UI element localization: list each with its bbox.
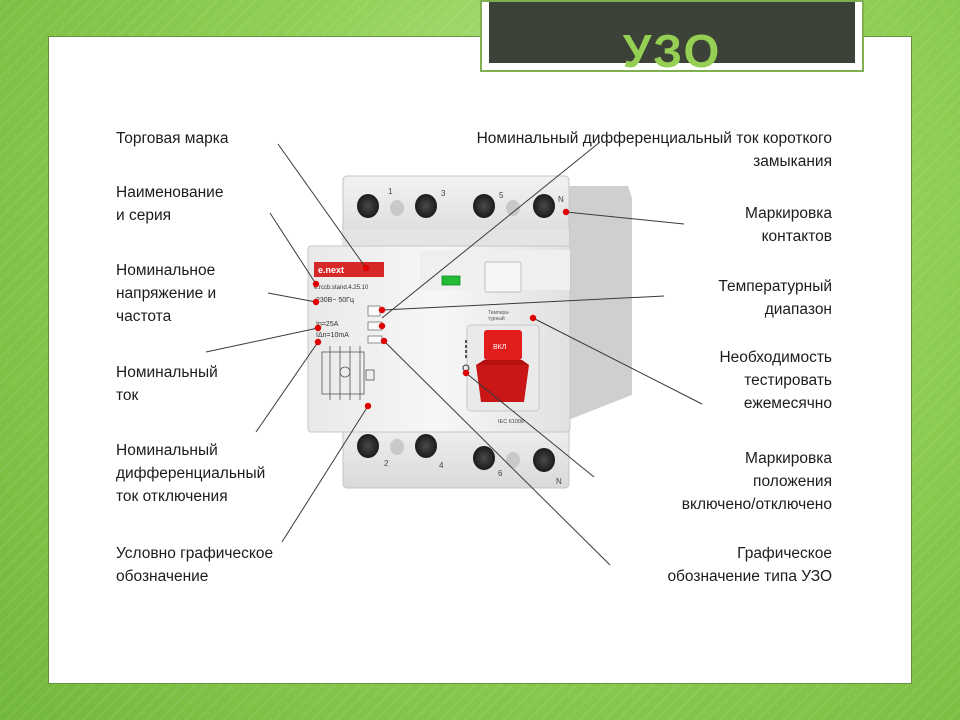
label-rcd-type-symbol: Графическое обозначение типа УЗО bbox=[667, 545, 832, 585]
bottom-terminal-number: 2 bbox=[384, 459, 389, 468]
page-title: УЗО bbox=[622, 25, 722, 77]
device-temp-text-2: турный bbox=[488, 315, 505, 322]
pointer-dots bbox=[312, 208, 570, 410]
pointer-dot bbox=[312, 280, 320, 288]
label-rated-current: Номинальный ток bbox=[116, 364, 218, 404]
type-symbol-icon bbox=[367, 335, 383, 344]
label-brand: Торговая марка bbox=[116, 130, 229, 147]
wiring-schematic bbox=[321, 346, 375, 400]
pointer-dot bbox=[364, 402, 372, 410]
voltage-rating-text: 230В~ 50Гц bbox=[316, 297, 354, 304]
test-button bbox=[484, 261, 522, 293]
top-terminal-number: 1 bbox=[388, 187, 393, 196]
top-terminal-holes bbox=[357, 194, 555, 218]
label-contact-marking: Маркировка контактов bbox=[745, 205, 832, 245]
terminal-screw bbox=[506, 200, 520, 216]
bottom-terminal-number: 6 bbox=[498, 469, 503, 478]
terminal-screw bbox=[390, 200, 404, 216]
bottom-terminal-holes bbox=[357, 434, 555, 472]
status-indicator bbox=[441, 275, 461, 286]
terminal-hole bbox=[473, 194, 495, 218]
diff-current-text: IΔn=10mA bbox=[316, 332, 349, 339]
pointer-dot bbox=[378, 306, 386, 314]
title-box bbox=[480, 0, 864, 72]
label-graphic-symbol: Условно графическое обозначение bbox=[116, 545, 274, 585]
terminal-hole bbox=[533, 448, 555, 472]
model-text: e.rccb.stand.4.25.10 bbox=[314, 285, 369, 291]
pointer-lines bbox=[205, 141, 703, 566]
pointer-dot bbox=[378, 322, 386, 330]
label-on-off-marking: Маркировка положения включено/отключено bbox=[681, 450, 832, 513]
terminal-hole bbox=[473, 446, 495, 470]
pointer-dot bbox=[562, 208, 570, 216]
current-rating-text: In=25A bbox=[316, 321, 339, 328]
terminal-hole bbox=[357, 434, 379, 458]
terminal-hole bbox=[415, 434, 437, 458]
terminal-hole bbox=[357, 194, 379, 218]
voltage-line: 230В~ 50Гц bbox=[316, 297, 354, 304]
standard-text: IEC 61008 bbox=[498, 419, 524, 425]
pointer-dot bbox=[362, 264, 370, 272]
label-diff-short-circuit: Номинальный дифференциальный ток коротко… bbox=[476, 130, 832, 170]
pointer-dot bbox=[462, 369, 470, 377]
bottom-terminal-number: N bbox=[556, 477, 562, 486]
pointer-dot bbox=[314, 324, 322, 332]
temp-icon bbox=[367, 305, 381, 317]
terminal-hole bbox=[533, 194, 555, 218]
device-temp-text: Темпера- bbox=[488, 310, 510, 316]
device-side bbox=[568, 186, 632, 420]
top-terminal-number: 5 bbox=[499, 191, 504, 200]
label-monthly-test: Необходимость тестировать ежемесячно bbox=[719, 349, 832, 412]
label-diff-trip-current: Номинальный дифференциальный ток отключе… bbox=[116, 442, 266, 505]
terminal-screw bbox=[390, 439, 404, 455]
top-terminal-number: 3 bbox=[441, 189, 446, 198]
terminal-screw bbox=[506, 452, 520, 468]
terminal-hole bbox=[415, 194, 437, 218]
top-terminal-shelf bbox=[343, 230, 569, 248]
brand-logo-text: e.next bbox=[318, 265, 344, 275]
label-voltage-frequency: Номинальное напряжение и частота bbox=[116, 262, 217, 325]
pointer-dot bbox=[380, 337, 388, 345]
pointer-dot bbox=[314, 338, 322, 346]
label-name-series: Наименование и серия bbox=[116, 184, 224, 224]
title-panel bbox=[489, 2, 855, 63]
bottom-terminal-number: 4 bbox=[439, 461, 444, 470]
pointer-dot bbox=[529, 314, 537, 322]
handle-label: ВКЛ bbox=[493, 344, 507, 351]
top-terminal-number: N bbox=[558, 195, 564, 204]
pointer-dot bbox=[312, 298, 320, 306]
toggle-handle: ВКЛ bbox=[476, 330, 529, 402]
label-temp-range: Температурный диапазон bbox=[718, 278, 832, 318]
